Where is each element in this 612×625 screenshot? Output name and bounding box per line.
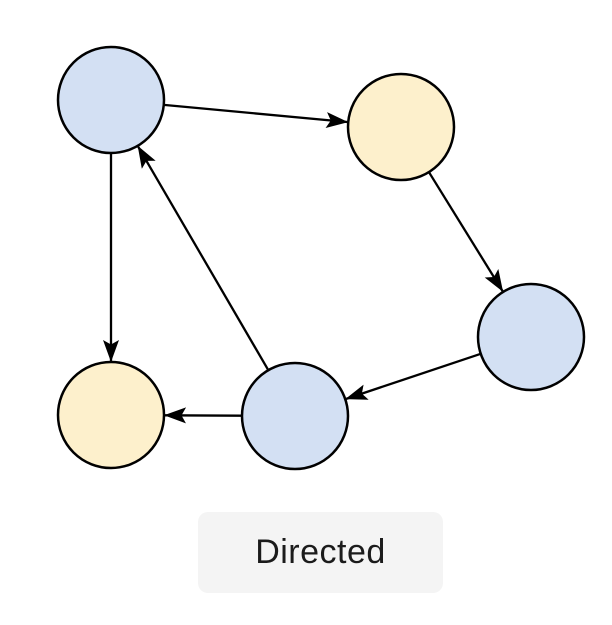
graph-node-n3[interactable] <box>476 282 586 392</box>
graph-node-n2[interactable] <box>346 72 456 182</box>
graph-node-n5[interactable] <box>56 360 166 470</box>
graph-canvas <box>56 45 586 471</box>
graph-node-n1[interactable] <box>56 45 166 155</box>
graph-edge-n1-n2 <box>163 103 349 129</box>
graph-node-n4[interactable] <box>240 361 350 471</box>
graph-edge-n4-n1 <box>137 145 270 371</box>
nodes-layer <box>56 45 586 471</box>
graph-edge-n2-n3 <box>427 171 504 292</box>
edges-layer <box>103 103 504 424</box>
graph-edge-n3-n4 <box>345 352 482 400</box>
directed-mode-button[interactable]: Directed <box>198 512 443 593</box>
